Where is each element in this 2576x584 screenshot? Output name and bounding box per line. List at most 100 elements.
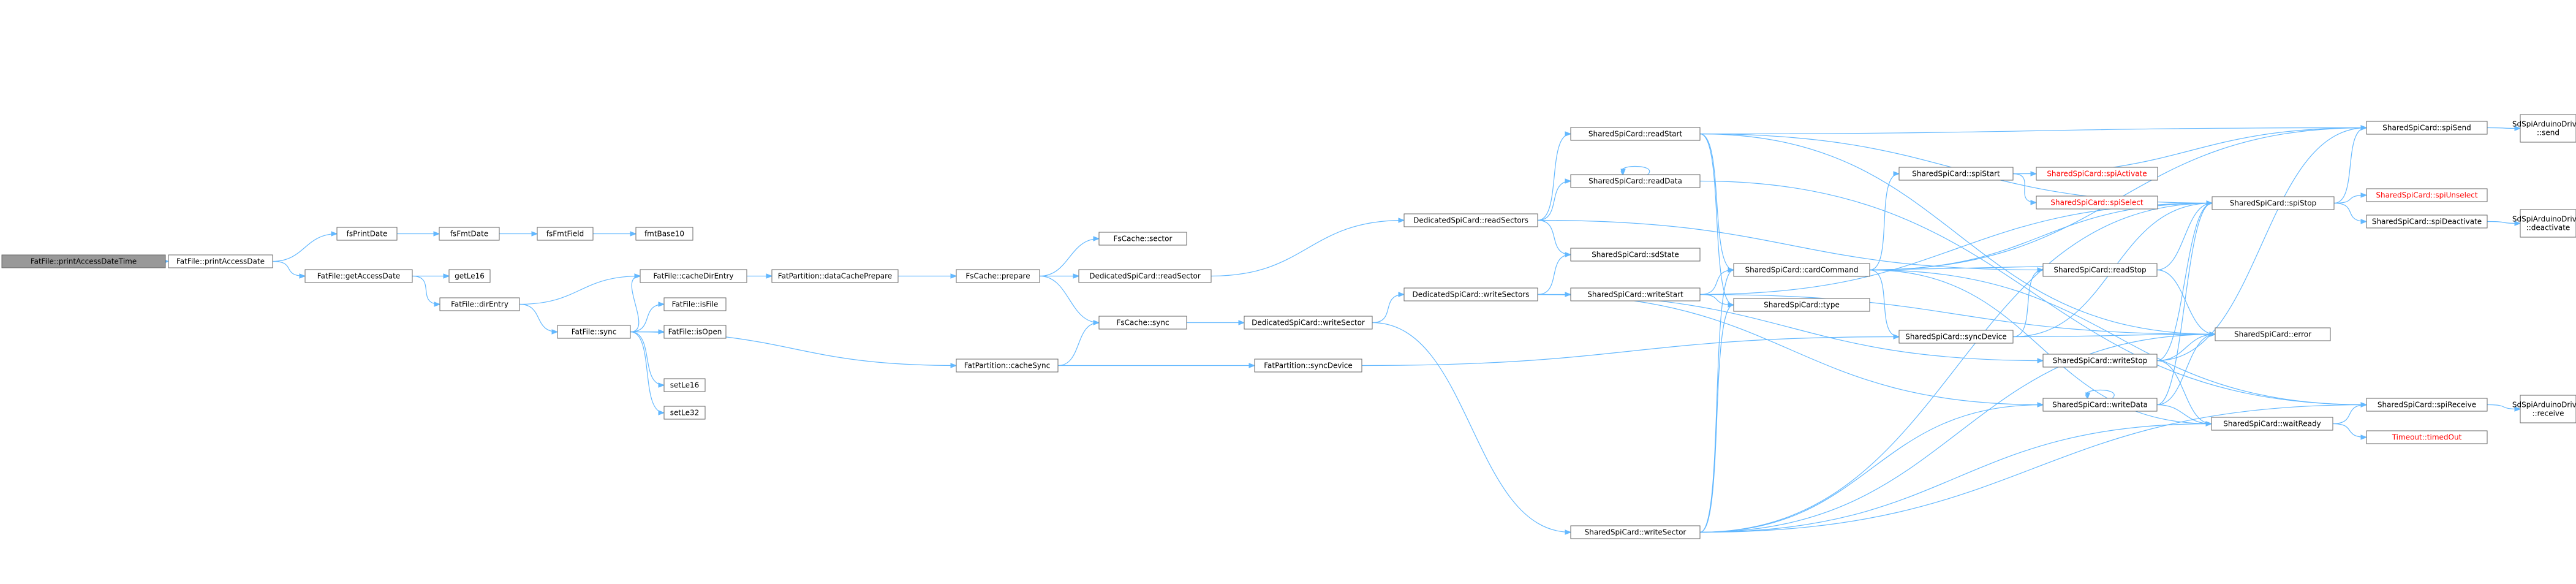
edge-n41-n45	[2332, 402, 2368, 425]
edge-arrowhead	[551, 329, 559, 335]
node-label: FatFile::getAccessDate	[317, 272, 401, 281]
node-sharedspicard-writestop[interactable]: SharedSpiCard::writeStop	[2042, 354, 2158, 368]
node-fatfile-direntry[interactable]: FatFile::dirEntry	[439, 297, 520, 311]
edge-line	[630, 303, 665, 333]
node-sdspiarduinodriver-deactivate[interactable]: SdSpiArduinoDriver::deactivate	[2512, 209, 2576, 238]
edge-line	[1699, 269, 1734, 295]
node-label: ::deactivate	[2526, 224, 2570, 232]
node-sharedspicard-spiactivate[interactable]: SharedSpiCard::spiActivate	[2036, 167, 2158, 181]
edge-n8-n9	[519, 273, 641, 305]
node-sharedspicard-spideactivate[interactable]: SharedSpiCard::spiDeactivate	[2366, 214, 2488, 229]
node-label: fmtBase10	[644, 230, 684, 238]
edge-arrowhead	[1093, 236, 1100, 241]
edge-line	[1372, 294, 1405, 324]
edge-line	[2156, 202, 2213, 406]
node-dedicatedspicard-readsector[interactable]: DedicatedSpiCard::readSector	[1078, 269, 1212, 283]
node-sharedspicard-readdata[interactable]: SharedSpiCard::readData	[1570, 174, 1701, 188]
edge-n16-n19	[1039, 275, 1100, 325]
node-sharedspicard-spistart[interactable]: SharedSpiCard::spiStart	[1898, 167, 2014, 181]
node-dedicatedspicard-readsectors[interactable]: DedicatedSpiCard::readSectors	[1403, 213, 1538, 227]
edge-n45-n49	[2487, 404, 2521, 412]
edge-line	[1699, 404, 2044, 533]
node-sharedspicard-spisend[interactable]: SharedSpiCard::spiSend	[2366, 121, 2488, 135]
node-dedicatedspicard-writesector[interactable]: DedicatedSpiCard::writeSector	[1244, 316, 1373, 330]
edge-line	[519, 275, 641, 305]
node-fmtbase10[interactable]: fmtBase10	[635, 227, 693, 241]
edge-n15-n16	[897, 273, 958, 279]
node-fscache-prepare[interactable]: FsCache::prepare	[956, 269, 1040, 283]
node-label: ::send	[2537, 129, 2559, 137]
edge-line	[2156, 360, 2212, 425]
node-sharedspicard-cardcommand[interactable]: SharedSpiCard::cardCommand	[1733, 263, 1870, 277]
edge-arrowhead	[658, 301, 665, 307]
node-box	[1898, 330, 2014, 344]
edge-n24-n27	[1537, 252, 1572, 295]
node-sharedspicard-writestart[interactable]: SharedSpiCard::writeStart	[1570, 287, 1701, 301]
edge-n41-n46	[2332, 423, 2368, 440]
edge-n38-n41	[2156, 404, 2213, 427]
node-fatfile-isfile[interactable]: FatFile::isFile	[663, 297, 727, 311]
edge-n26-n45	[1699, 180, 2368, 408]
edge-line	[1699, 294, 2216, 335]
edge-line	[272, 260, 306, 277]
node-fatpartition-datacacheprepare[interactable]: FatPartition::dataCachePrepare	[771, 269, 899, 283]
node-sharedspicard-spireceive[interactable]: SharedSpiCard::spiReceive	[2366, 398, 2488, 412]
node-box	[956, 358, 1059, 373]
edge-n22-n29	[1372, 322, 1572, 535]
node-sdspiarduinodriver-send[interactable]: SdSpiArduinoDriver::send	[2512, 114, 2576, 143]
edge-arrowhead	[1728, 302, 1735, 308]
edge-line	[630, 331, 665, 414]
node-sharedspicard-writedata[interactable]: SharedSpiCard::writeData	[2042, 398, 2158, 412]
node-fsfmtfield[interactable]: fsFmtField	[537, 227, 594, 241]
edge-arrowhead	[2514, 406, 2521, 412]
node-sharedspicard-spiselect[interactable]: SharedSpiCard::spiSelect	[2036, 195, 2158, 210]
node-fatpartition-cachesync[interactable]: FatPartition::cacheSync	[956, 358, 1059, 373]
node-sdspiarduinodriver-receive[interactable]: SdSpiArduinoDriver::receive	[2512, 395, 2576, 423]
node-fatfile-printaccessdate[interactable]: FatFile::printAccessDate	[168, 254, 273, 268]
node-fatfile-cachedirentry[interactable]: FatFile::cacheDirEntry	[640, 269, 747, 283]
edge-arrowhead	[434, 301, 441, 307]
node-fsfmtdate[interactable]: fsFmtDate	[439, 227, 500, 241]
node-box	[2215, 327, 2331, 341]
node-sharedspicard-type[interactable]: SharedSpiCard::type	[1733, 298, 1870, 312]
node-box	[2042, 398, 2158, 412]
node-fatfile-isopen[interactable]: FatFile::isOpen	[663, 325, 727, 339]
node-sharedspicard-sdstate[interactable]: SharedSpiCard::sdState	[1570, 248, 1701, 262]
node-fscache-sector[interactable]: FsCache::sector	[1098, 232, 1187, 246]
edge-arrowhead	[2037, 402, 2044, 408]
node-sharedspicard-readstart[interactable]: SharedSpiCard::readStart	[1570, 127, 1701, 141]
node-fatfile-printaccessdatetime[interactable]: FatFile::printAccessDateTime	[1, 254, 166, 268]
edge-arrowhead	[634, 273, 641, 279]
edge-line	[1537, 254, 1571, 295]
node-getle16[interactable]: getLe16	[448, 269, 491, 283]
node-sharedspicard-spistop[interactable]: SharedSpiCard::spiStop	[2212, 196, 2335, 210]
node-timeout-timedout[interactable]: Timeout::timedOut	[2366, 430, 2488, 444]
edge-n8-n10	[519, 303, 559, 335]
node-box	[771, 269, 899, 283]
node-sharedspicard-syncdevice[interactable]: SharedSpiCard::syncDevice	[1898, 330, 2014, 344]
node-label: SharedSpiCard::spiSelect	[2050, 199, 2143, 207]
node-fatpartition-syncdevice[interactable]: FatPartition::syncDevice	[1254, 358, 1362, 373]
node-fsprintdate[interactable]: fsPrintDate	[336, 227, 398, 241]
node-sharedspicard-writesector[interactable]: SharedSpiCard::writeSector	[1570, 525, 1701, 539]
node-box	[2520, 209, 2576, 238]
edge-n37-n39	[2156, 200, 2213, 362]
node-fatfile-getaccessdate[interactable]: FatFile::getAccessDate	[304, 269, 413, 283]
node-sharedspicard-error[interactable]: SharedSpiCard::error	[2215, 327, 2331, 341]
edge-line	[1699, 133, 2216, 335]
node-fatfile-sync[interactable]: FatFile::sync	[557, 325, 631, 339]
edge-line	[2156, 404, 2212, 425]
node-setle16[interactable]: setLe16	[663, 378, 706, 392]
node-sharedspicard-readstop[interactable]: SharedSpiCard::readStop	[2042, 263, 2158, 277]
node-dedicatedspicard-writesectors[interactable]: DedicatedSpiCard::writeSectors	[1403, 287, 1538, 301]
edge-arrowhead	[433, 231, 440, 237]
edge-line	[2333, 202, 2367, 222]
edge-n32-n35	[2012, 173, 2038, 205]
node-setle32[interactable]: setLe32	[663, 406, 706, 420]
node-sharedspicard-waitready[interactable]: SharedSpiCard::waitReady	[2211, 417, 2333, 431]
node-sharedspicard-spiunselect[interactable]: SharedSpiCard::spiUnselect	[2366, 188, 2488, 202]
node-fscache-sync[interactable]: FsCache::sync	[1098, 316, 1187, 330]
edge-n38-n40	[2156, 332, 2216, 406]
edge-line	[2487, 404, 2521, 410]
edge-n42-n47	[2487, 126, 2521, 131]
